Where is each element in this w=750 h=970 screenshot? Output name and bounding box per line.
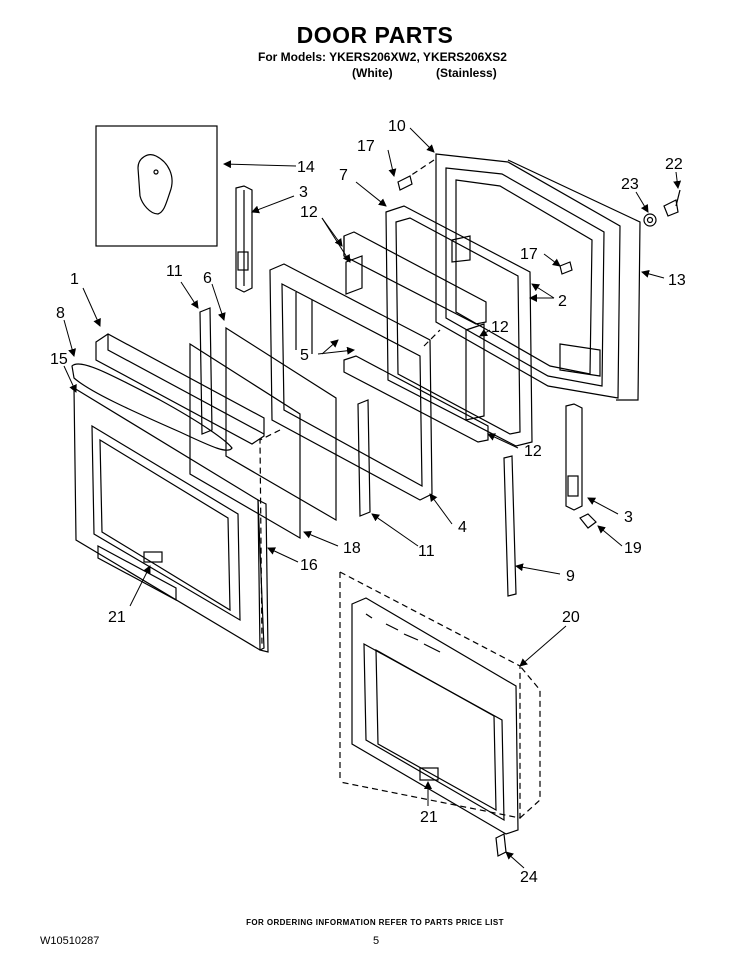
callout-21a: 21 (108, 609, 126, 626)
callout-12b: 12 (491, 319, 509, 336)
callout-20: 20 (562, 609, 580, 626)
page-number: 5 (373, 935, 380, 947)
callout-6: 6 (203, 270, 212, 287)
callout-13: 13 (668, 272, 686, 289)
models-line: For Models: YKERS206XW2, YKERS206XS2 (258, 50, 507, 64)
glass-panel-outer (189, 342, 301, 540)
callout-12c: 12 (524, 443, 542, 460)
screw-22 (663, 189, 681, 217)
callout-7: 7 (339, 167, 348, 184)
bracket-left (199, 307, 213, 435)
callout-5: 5 (300, 347, 309, 364)
ordering-note: FOR ORDERING INFORMATION REFER TO PARTS … (246, 918, 504, 927)
inner-door-frame (269, 263, 433, 501)
insulation-right (465, 323, 485, 421)
plug-17-top (397, 175, 413, 191)
callout-23: 23 (621, 176, 639, 193)
stainless-door-assembly (339, 571, 541, 835)
callout-17a: 17 (357, 138, 375, 155)
callout-9: 9 (566, 568, 575, 585)
callout-1: 1 (70, 271, 79, 288)
callout-11b: 11 (418, 543, 435, 560)
variant-white: (White) (352, 66, 393, 80)
callout-21b: 21 (420, 809, 438, 826)
door-liner-frame (435, 153, 641, 401)
page-title: DOOR PARTS (296, 22, 454, 48)
callout-19: 19 (624, 540, 642, 557)
callout-3b: 3 (624, 509, 633, 526)
insulation-top (343, 231, 487, 325)
callout-labels: 1 8 15 11 6 14 3 12 7 17 10 5 12 12 2 17… (50, 118, 686, 886)
variant-stainless: (Stainless) (436, 66, 497, 80)
callout-17b: 17 (520, 246, 538, 263)
callout-10: 10 (388, 118, 406, 135)
document-id: W10510287 (40, 935, 100, 947)
callout-12a: 12 (300, 204, 318, 221)
side-trim (257, 499, 269, 653)
outer-door-panel (73, 386, 265, 651)
callout-4: 4 (458, 519, 467, 536)
screw-24 (495, 833, 507, 857)
callout-2: 2 (558, 293, 567, 310)
callout-22: 22 (665, 156, 683, 173)
hinge-left (235, 185, 253, 293)
door-handle (71, 363, 233, 451)
part-14-inset (95, 125, 218, 247)
callout-11a: 11 (166, 263, 183, 280)
door-strip (503, 455, 517, 597)
door-trim (95, 333, 265, 445)
door-gasket (385, 205, 533, 447)
callout-24: 24 (520, 869, 538, 886)
washer-23 (643, 213, 657, 227)
plug-17-right (559, 261, 573, 275)
callout-18: 18 (343, 540, 361, 557)
callout-3a: 3 (299, 184, 308, 201)
callout-14: 14 (297, 159, 315, 176)
callout-8: 8 (56, 305, 65, 322)
hinge-right (565, 403, 583, 511)
callout-16: 16 (300, 557, 318, 574)
callout-15: 15 (50, 351, 68, 368)
screw-19 (579, 513, 597, 529)
bracket-right (357, 399, 371, 517)
insulation-left (345, 255, 363, 295)
